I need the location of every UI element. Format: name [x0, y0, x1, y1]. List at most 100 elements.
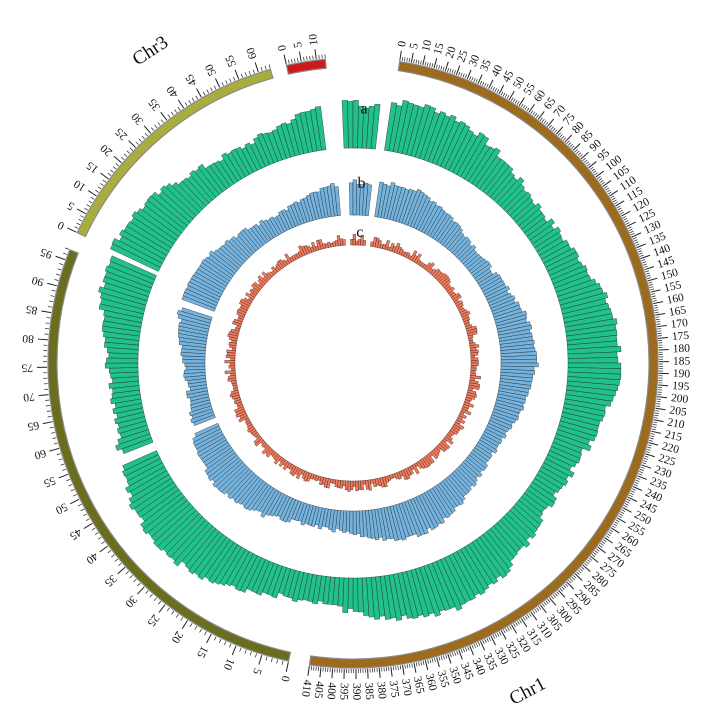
tick — [509, 91, 514, 100]
tick — [650, 289, 654, 290]
tick — [474, 78, 476, 82]
tick — [476, 79, 478, 83]
tick — [214, 637, 216, 641]
tick — [631, 233, 635, 235]
tick — [101, 542, 104, 544]
tick — [145, 133, 148, 136]
tick — [652, 296, 656, 297]
tick — [291, 59, 292, 63]
tick — [255, 63, 258, 73]
tick — [517, 101, 519, 104]
tick — [491, 86, 493, 90]
tick — [92, 528, 95, 530]
tick — [463, 74, 464, 78]
tick — [626, 223, 630, 225]
tick — [70, 499, 79, 503]
tick — [288, 60, 289, 64]
tick — [465, 648, 466, 652]
tick — [423, 55, 425, 65]
tick — [54, 279, 58, 280]
tick — [159, 605, 165, 613]
tick-label: 75 — [21, 361, 33, 373]
tick-label: 80 — [22, 332, 35, 345]
tick — [657, 397, 667, 398]
tick — [432, 63, 433, 67]
tick-label: 20 — [169, 629, 185, 645]
tick — [448, 68, 449, 72]
tick — [536, 115, 538, 118]
tick — [616, 201, 625, 206]
tick — [84, 208, 87, 210]
tick-label: 5 — [65, 199, 76, 212]
tick — [407, 58, 408, 62]
tick — [67, 228, 76, 232]
tick — [535, 609, 537, 612]
tick-label: 0 — [396, 40, 409, 48]
tick — [511, 625, 516, 634]
tick — [39, 395, 49, 396]
tick — [656, 404, 660, 405]
tick-label: 15 — [194, 644, 210, 660]
tick-label: 10 — [221, 656, 237, 671]
chromosome-label-chr1: Chr1 — [506, 673, 549, 709]
tick-label: 20 — [98, 141, 115, 158]
tick — [651, 433, 655, 434]
tick — [129, 141, 136, 148]
tick — [454, 70, 455, 74]
tick — [619, 514, 622, 516]
tick — [635, 482, 639, 484]
track-a-bin — [568, 357, 618, 363]
tick — [89, 201, 92, 203]
track-c-bin — [471, 358, 478, 361]
tick — [219, 639, 221, 643]
tick — [653, 422, 657, 423]
tick — [110, 170, 113, 172]
tick — [189, 100, 191, 103]
tick — [196, 96, 198, 99]
tick — [59, 264, 63, 265]
tick — [624, 505, 628, 507]
tick-label: 85 — [25, 302, 39, 316]
tick — [533, 112, 535, 115]
tick — [489, 80, 493, 89]
tick — [167, 608, 169, 611]
tick — [414, 59, 415, 63]
tick — [118, 563, 121, 566]
tick — [59, 459, 63, 460]
track-c-bin — [355, 241, 358, 245]
tick — [150, 594, 153, 597]
tick — [146, 590, 149, 593]
tick — [573, 143, 580, 150]
tick — [450, 69, 451, 73]
tick — [529, 613, 531, 616]
tick — [629, 229, 633, 231]
tick — [48, 416, 52, 417]
tick — [501, 92, 503, 96]
tick-label: 195 — [672, 380, 690, 393]
tick — [638, 251, 642, 252]
track-b-bin — [186, 366, 205, 370]
tick — [581, 152, 588, 159]
tick — [224, 641, 226, 645]
tick — [311, 666, 312, 670]
tick — [65, 248, 69, 249]
tick — [517, 621, 519, 624]
tick — [178, 107, 180, 110]
tick — [645, 456, 649, 457]
tick — [596, 549, 599, 551]
tick — [507, 95, 509, 98]
tick — [521, 104, 523, 107]
track-label-a: a — [361, 101, 368, 118]
tick — [465, 75, 466, 79]
tick — [50, 427, 54, 428]
tick — [590, 556, 598, 562]
track-c-bin — [471, 355, 475, 358]
tick — [549, 125, 552, 128]
tick — [631, 491, 635, 493]
tick — [642, 463, 646, 464]
tick-label: 35 — [102, 572, 119, 589]
tick — [620, 212, 623, 214]
tick — [497, 89, 499, 93]
tick — [650, 436, 654, 437]
tick — [523, 105, 525, 108]
